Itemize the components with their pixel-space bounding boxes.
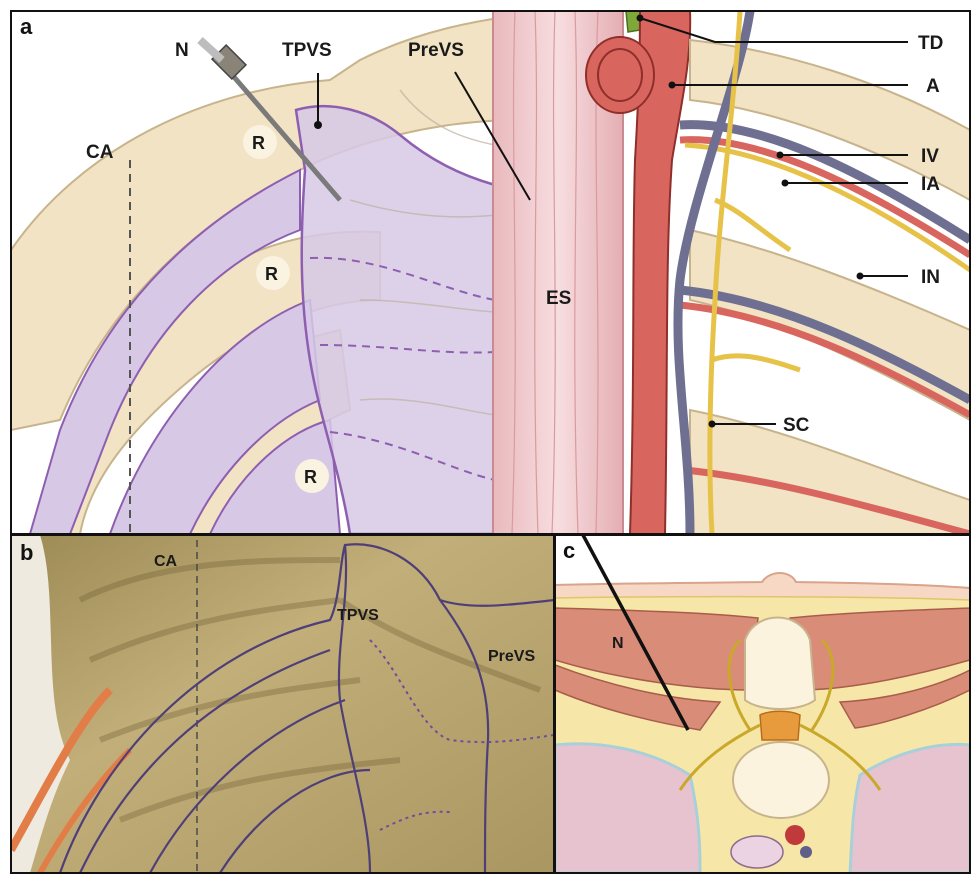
panel-b: b CA TPVS PreVS bbox=[11, 535, 554, 873]
panel-c-letter: c bbox=[563, 538, 575, 563]
label-thoracic-duct: TD bbox=[918, 33, 943, 54]
panel-b-letter: b bbox=[20, 540, 33, 565]
label-needle-a: N bbox=[175, 40, 189, 61]
label-aorta: A bbox=[926, 76, 940, 97]
label-intercostal-artery: IA bbox=[921, 174, 940, 195]
panel-c: c N bbox=[555, 535, 970, 873]
azygos-c bbox=[800, 846, 812, 858]
aorta-c bbox=[785, 825, 805, 845]
label-esophagus: ES bbox=[546, 288, 571, 309]
label-needle-c: N bbox=[612, 635, 624, 652]
label-intercostal-nerve: IN bbox=[921, 267, 940, 288]
label-tpvs-b: TPVS bbox=[337, 607, 379, 624]
panel-a: a N TPVS PreVS CA R R R ES TD A IV IA IN… bbox=[11, 11, 970, 534]
label-rib-3: R bbox=[304, 467, 317, 487]
label-prevs-a: PreVS bbox=[408, 40, 464, 61]
label-rib-2: R bbox=[265, 264, 278, 284]
label-tpvs-a: TPVS bbox=[282, 40, 332, 61]
label-ca-b: CA bbox=[154, 553, 178, 570]
label-intercostal-vein: IV bbox=[921, 146, 939, 167]
label-sympathetic-chain: SC bbox=[783, 415, 810, 436]
label-ca-a: CA bbox=[86, 142, 114, 163]
panel-a-letter: a bbox=[20, 14, 33, 39]
esophagus-c bbox=[731, 836, 783, 868]
label-rib-1: R bbox=[252, 133, 265, 153]
label-prevs-b: PreVS bbox=[488, 648, 535, 665]
